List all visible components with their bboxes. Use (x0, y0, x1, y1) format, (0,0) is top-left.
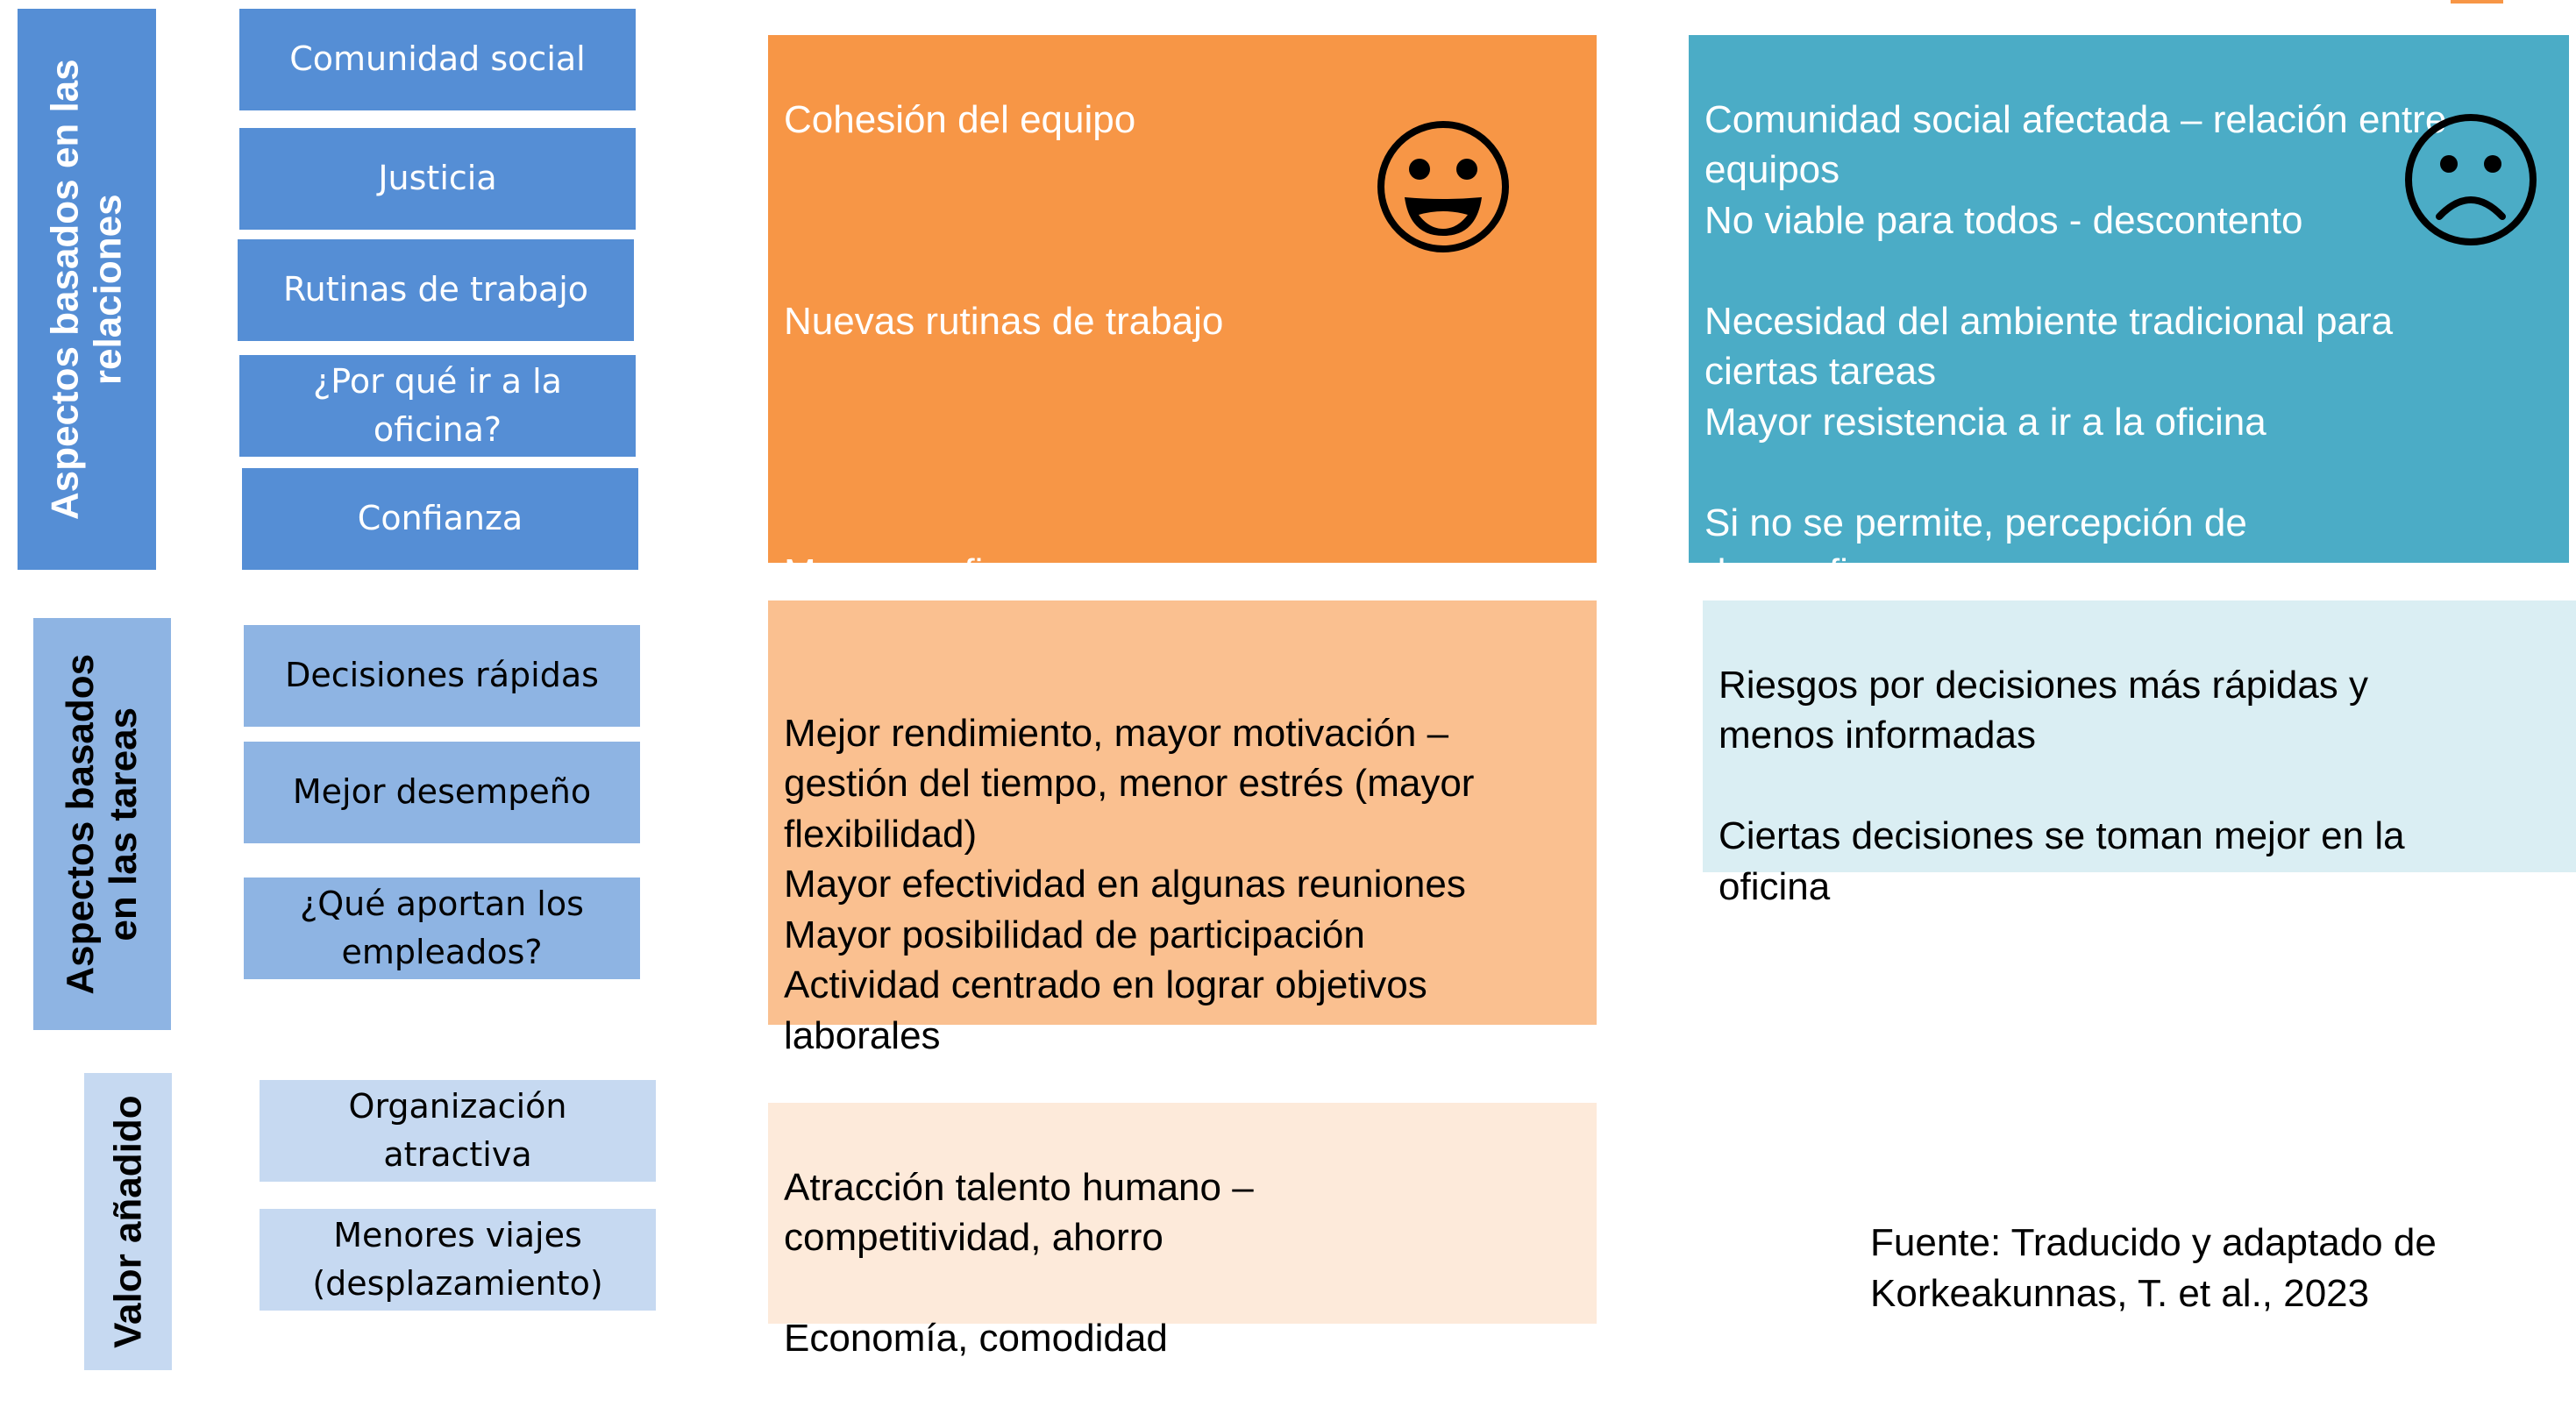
row-label-relations: Aspectos basados en las relaciones (18, 9, 156, 570)
category-comunidad-social: Comunidad social (239, 9, 636, 110)
negative-text-relations: Comunidad social afectada – relación ent… (1704, 97, 2447, 595)
negative-text-tasks: Riesgos por decisiones más rápidas y men… (1719, 663, 2405, 908)
positive-text-value: Atracción talento humano – competitivida… (784, 1165, 1254, 1361)
category-label: ¿Qué aportan los empleados? (300, 884, 584, 971)
category-rutinas-de-trabajo: Rutinas de trabajo (238, 239, 634, 341)
negative-panel-tasks: Riesgos por decisiones más rápidas y men… (1703, 600, 2576, 908)
source-note: Fuente: Traducido y adaptado de Korkeaku… (1870, 1221, 2437, 1315)
category-justicia: Justicia (239, 128, 636, 230)
category-organizacion-atractiva: Organización atractiva (260, 1080, 656, 1182)
positive-panel-tasks: Mejor rendimiento, mayor motivación – ge… (768, 600, 1597, 1057)
category-label: Justicia (378, 159, 497, 198)
category-label: Menores viajes (desplazamiento) (312, 1215, 603, 1303)
category-mejor-desempeno: Mejor desempeño (244, 742, 640, 843)
accent-mark (2451, 0, 2503, 4)
row-label-tasks-text: Aspectos basados en las tareas (59, 653, 146, 995)
negative-panel-relations: Comunidad social afectada – relación ent… (1689, 35, 2569, 594)
category-decisiones-rapidas: Decisiones rápidas (244, 625, 640, 727)
category-confianza: Confianza (242, 468, 638, 570)
frowning-face-icon (2405, 114, 2537, 245)
row-label-value: Valor añadido (84, 1073, 172, 1370)
positive-text-tasks: Mejor rendimiento, mayor motivación – ge… (784, 711, 1475, 1057)
category-label: Mejor desempeño (292, 772, 592, 812)
category-label: Confianza (357, 499, 523, 538)
category-que-aportan-los-empleados: ¿Qué aportan los empleados? (244, 878, 640, 979)
row-label-relations-text: Aspectos basados en las relaciones (43, 59, 131, 520)
category-label: ¿Por qué ir a la oficina? (313, 361, 562, 449)
row-label-value-text: Valor añadido (106, 1095, 150, 1348)
smiling-face-icon (1377, 121, 1509, 252)
category-por-que-ir-a-la-oficina: ¿Por qué ir a la oficina? (239, 355, 636, 457)
positive-panel-relations: Cohesión del equipo Nuevas rutinas de tr… (768, 35, 1597, 594)
row-label-tasks: Aspectos basados en las tareas (33, 618, 171, 1030)
positive-text-relations: Cohesión del equipo Nuevas rutinas de tr… (784, 97, 1224, 595)
positive-panel-value: Atracción talento humano – competitivida… (768, 1103, 1597, 1360)
category-label: Comunidad social (289, 39, 586, 79)
category-label: Organización atractiva (348, 1086, 567, 1174)
category-menores-viajes: Menores viajes (desplazamiento) (260, 1209, 656, 1311)
category-label: Decisiones rápidas (285, 656, 599, 695)
category-label: Rutinas de trabajo (282, 270, 589, 309)
